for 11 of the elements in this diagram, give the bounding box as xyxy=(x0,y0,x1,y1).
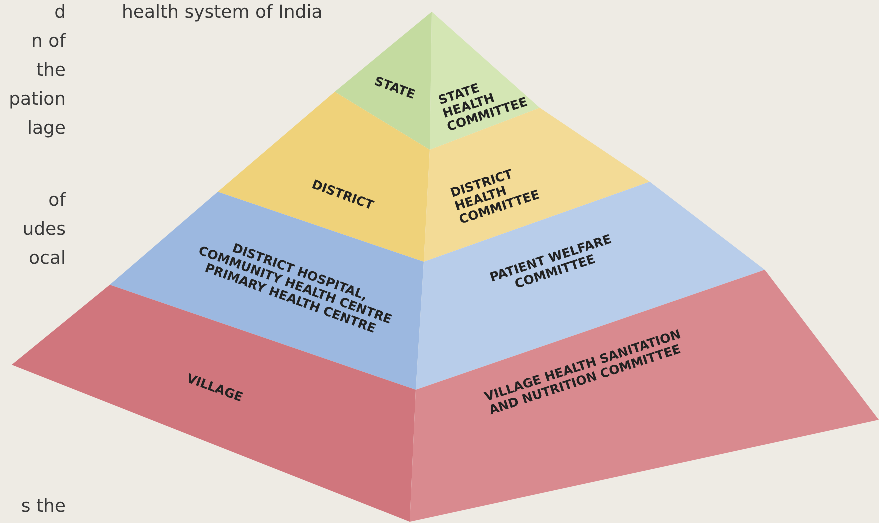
text-fragment: lage xyxy=(27,118,66,139)
caption-text: health system of India xyxy=(122,2,323,23)
text-fragment: of xyxy=(48,190,66,211)
text-fragment: ocal xyxy=(29,248,66,269)
text-fragment: d xyxy=(54,2,66,23)
text-fragment: udes xyxy=(22,219,66,240)
text-fragment: the xyxy=(36,60,66,81)
text-fragment: pation xyxy=(9,89,66,110)
text-fragment: n of xyxy=(32,31,66,52)
text-fragment: s the xyxy=(21,496,66,517)
pyramid-tier-face xyxy=(335,12,432,150)
